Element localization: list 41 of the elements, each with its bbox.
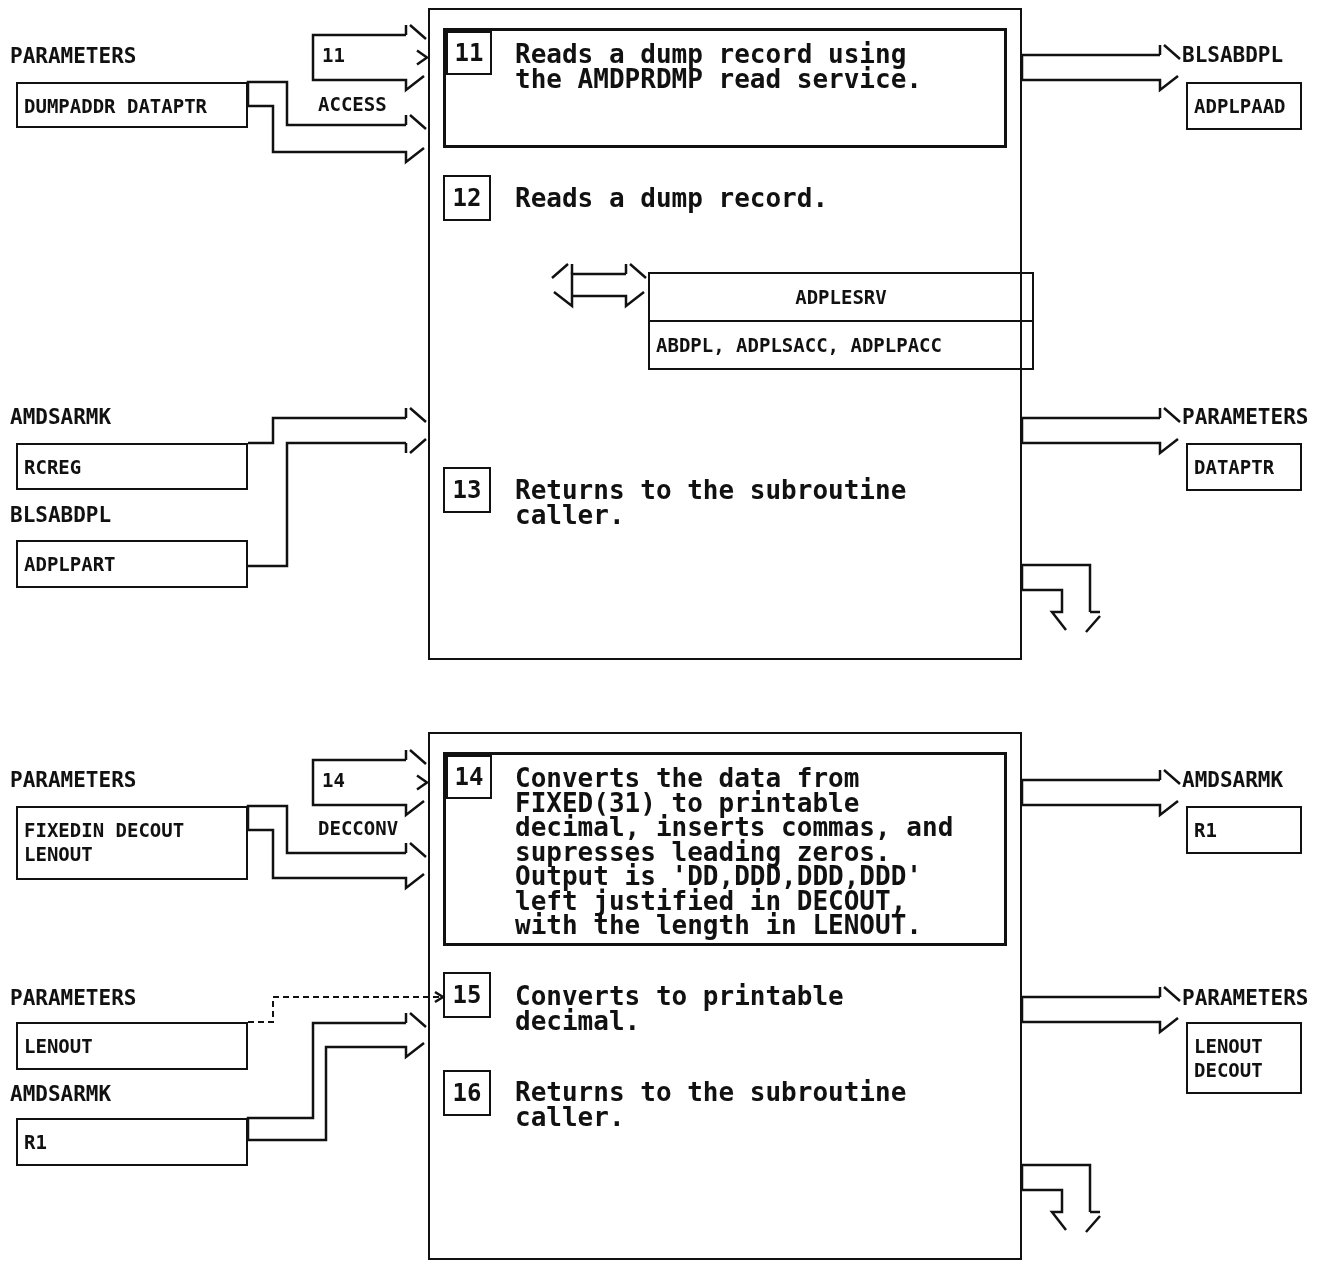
heading-label: BLSABDPL (1182, 43, 1284, 67)
step-description: Converts the data from FIXED(31) to printable decimal, inserts commas, and supresses leading zeros. Output is 'DD,DDD,DDD,DDD' left justified in DECOUT, with the length in LENOUT. (515, 766, 955, 938)
step-description: Converts to printable decimal. (515, 984, 845, 1033)
parameter-box: ADPLPAAD (1186, 82, 1302, 130)
step-description: Returns to the subroutine caller. (515, 478, 908, 527)
step-box (443, 28, 1007, 148)
step-number-box: 16 (443, 1070, 491, 1116)
heading-label: AMDSARMK (10, 1082, 112, 1106)
parameter-box: R1 (16, 1118, 248, 1166)
step-description: Reads a dump record. (515, 186, 830, 211)
parameter-box: ADPLPART (16, 540, 248, 588)
step-number-box: 14 (446, 755, 492, 799)
entry-name-label: DECCONV (318, 816, 399, 840)
parameter-box: DUMPADDR DATAPTR (16, 82, 248, 128)
step-description: Returns to the subroutine caller. (515, 1080, 908, 1129)
entry-name-label: ACCESS (318, 92, 387, 116)
heading-label: PARAMETERS (10, 986, 137, 1010)
module-name: ADPLESRV (650, 274, 1032, 322)
parameter-box: DATAPTR (1186, 443, 1302, 491)
parameter-box: RCREG (16, 443, 248, 490)
process-box (428, 732, 1022, 1260)
heading-label: AMDSARMK (10, 405, 112, 429)
step-number-box: 12 (443, 175, 491, 221)
dashed-arrow (247, 990, 445, 1023)
parameter-box: LENOUT (16, 1022, 248, 1070)
parameter-box: R1 (1186, 806, 1302, 854)
heading-label: PARAMETERS (1182, 405, 1309, 429)
module-parameters: ABDPL, ADPLSACC, ADPLPACC (655, 333, 943, 358)
step-description: Reads a dump record using the AMDPRDMP read service. (515, 42, 923, 91)
heading-label: BLSABDPL (10, 503, 112, 527)
module-box (648, 272, 1034, 370)
parameter-box: LENOUT DECOUT (1186, 1022, 1302, 1094)
step-box (443, 752, 1007, 946)
heading-label: PARAMETERS (10, 768, 137, 792)
heading-label: PARAMETERS (1182, 986, 1309, 1010)
heading-label: PARAMETERS (10, 44, 137, 68)
parameter-box: FIXEDIN DECOUT LENOUT (16, 806, 248, 880)
step-number-box: 11 (446, 31, 492, 75)
heading-label: AMDSARMK (1182, 768, 1284, 792)
step-number-box: 13 (443, 467, 491, 513)
step-number-box: 15 (443, 972, 491, 1018)
